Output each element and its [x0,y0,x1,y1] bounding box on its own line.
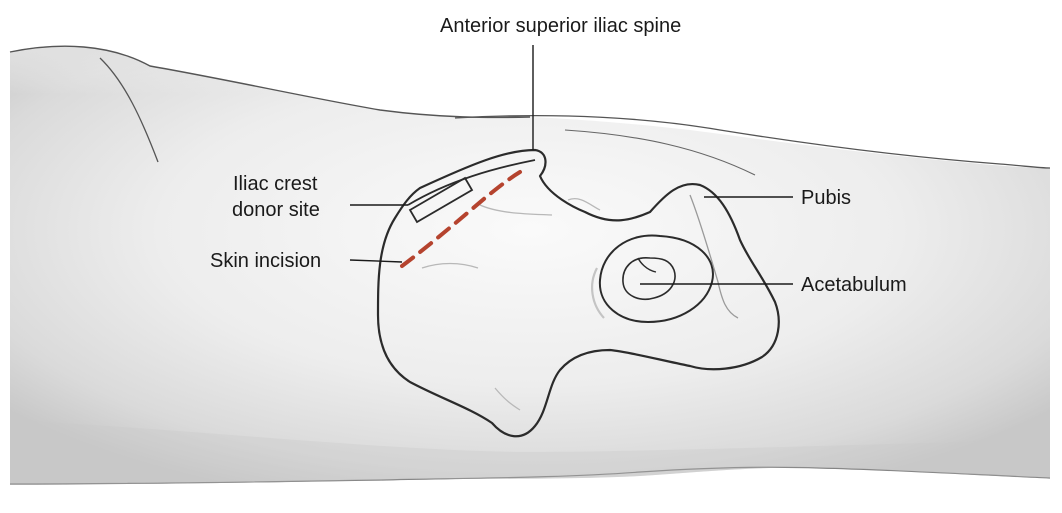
body-top-shadow [10,46,1050,240]
label-asis: Anterior superior iliac spine [440,15,681,37]
label-iliac-crest-line1: Iliac crest [233,173,318,195]
label-iliac-crest-line2: donor site [232,199,320,221]
label-acetabulum: Acetabulum [801,274,907,296]
label-pubis: Pubis [801,187,851,209]
label-skin-incision: Skin incision [210,250,321,272]
